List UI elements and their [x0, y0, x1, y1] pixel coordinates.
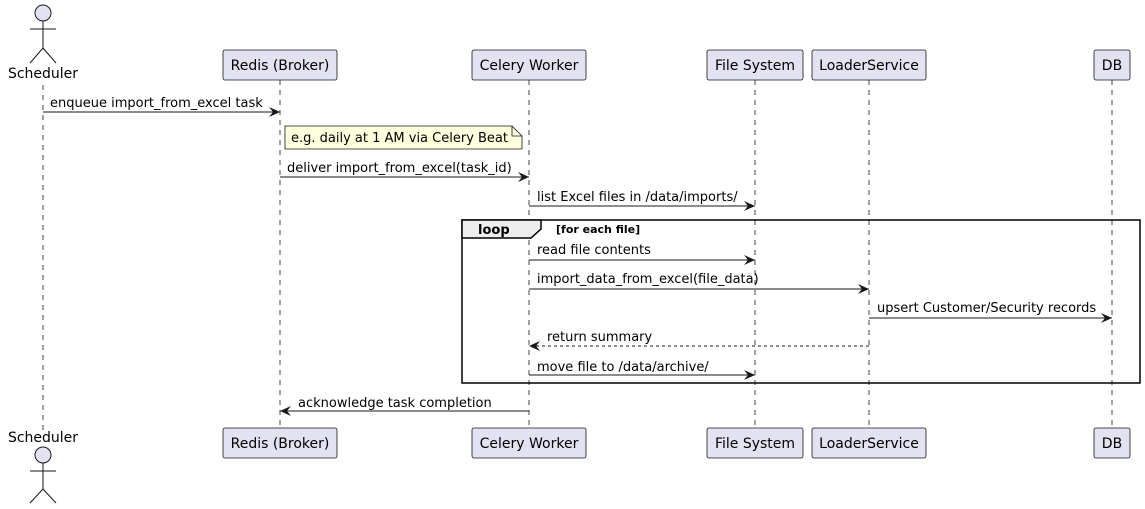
participant-box: [811, 49, 927, 81]
actor-scheduler-top: Scheduler: [8, 4, 78, 82]
loop-condition: [for each file]: [556, 223, 640, 236]
message-upsert: upsert Customer/Security records: [869, 301, 1112, 323]
message-label: deliver import_from_excel(task_id): [287, 161, 512, 176]
participant-db-bottom: DB: [1093, 427, 1131, 459]
participant-db-top: DB: [1093, 49, 1131, 81]
note-text: e.g. daily at 1 AM via Celery Beat: [291, 131, 508, 146]
messages: enqueue import_from_excel task deliver i…: [43, 96, 1112, 416]
message-acknowledge: acknowledge task completion: [280, 396, 529, 416]
participant-loader-top: LoaderService: [811, 49, 927, 81]
participant-celery-bottom: Celery Worker: [471, 427, 587, 459]
message-label: read file contents: [537, 243, 651, 258]
participant-fs-top: File System: [706, 49, 804, 81]
message-label: move file to /data/archive/: [537, 360, 709, 375]
actor-icon: [29, 4, 57, 64]
participant-box: [222, 427, 338, 459]
note: e.g. daily at 1 AM via Celery Beat: [284, 125, 523, 150]
loop-tab: [461, 219, 542, 239]
participant-label: File System: [715, 58, 795, 74]
participant-box: [222, 49, 338, 81]
participant-box: [706, 49, 804, 81]
actor-icon: [29, 446, 57, 504]
participant-label: DB: [1102, 436, 1122, 452]
participants-top: Scheduler Redis (Broker) Celery Worker F…: [8, 4, 1131, 82]
participant-box: [706, 427, 804, 459]
participant-box: [1093, 49, 1131, 81]
message-label: import_data_from_excel(file_data): [537, 272, 759, 287]
loop-keyword: loop: [478, 223, 510, 238]
message-label: list Excel files in /data/imports/: [537, 190, 738, 205]
participant-label: Redis (Broker): [231, 436, 330, 452]
message-label: return summary: [547, 330, 653, 345]
participant-label: Celery Worker: [480, 436, 579, 452]
message-label: upsert Customer/Security records: [877, 301, 1096, 316]
participant-label: LoaderService: [819, 436, 919, 452]
message-enqueue: enqueue import_from_excel task: [43, 96, 280, 117]
message-label: acknowledge task completion: [298, 396, 492, 411]
note-corner: [511, 126, 522, 137]
participant-celery-top: Celery Worker: [471, 49, 587, 81]
participant-label: Scheduler: [8, 66, 78, 82]
message-read-file: read file contents: [529, 243, 755, 265]
participant-label: Celery Worker: [480, 58, 579, 74]
participant-redis-top: Redis (Broker): [222, 49, 338, 81]
participant-redis-bottom: Redis (Broker): [222, 427, 338, 459]
participant-fs-bottom: File System: [706, 427, 804, 459]
message-label: enqueue import_from_excel task: [50, 96, 263, 111]
loop-frame: loop [for each file]: [461, 219, 1141, 384]
message-list-files: list Excel files in /data/imports/: [529, 190, 755, 211]
actor-scheduler-bottom: Scheduler: [8, 430, 78, 504]
participant-label: DB: [1102, 58, 1122, 74]
message-return-summary: return summary: [529, 330, 869, 351]
participant-box: [471, 49, 587, 81]
participant-box: [811, 427, 927, 459]
message-import-data: import_data_from_excel(file_data): [529, 272, 869, 294]
participant-box: [1093, 427, 1131, 459]
message-move-file: move file to /data/archive/: [529, 360, 755, 380]
participant-label: LoaderService: [819, 58, 919, 74]
participant-label: Redis (Broker): [231, 58, 330, 74]
participant-loader-bottom: LoaderService: [811, 427, 927, 459]
participant-label: Scheduler: [8, 430, 78, 446]
participant-box: [471, 427, 587, 459]
participants-bottom: Scheduler Redis (Broker) Celery Worker F…: [8, 427, 1131, 504]
participant-label: File System: [715, 436, 795, 452]
note-shape: [284, 125, 523, 150]
lifelines: [42, 80, 1113, 433]
loop-border: [461, 219, 1141, 384]
message-deliver: deliver import_from_excel(task_id): [280, 161, 529, 182]
